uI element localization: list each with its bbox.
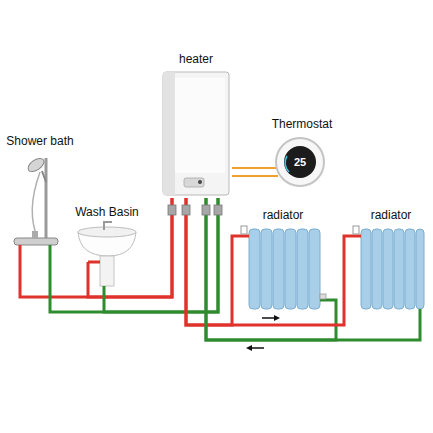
pipe-connector (232, 168, 262, 176)
equipment-node: heater (160, 50, 232, 198)
equipment-node: Thermostat (262, 115, 342, 190)
equipment-node: Wash Basin (70, 203, 144, 291)
equipment-label: radiator (240, 206, 326, 223)
equipment-node: Shower bath (2, 132, 78, 250)
equipment-node: radiator (352, 206, 430, 316)
basin-illustration (78, 222, 136, 291)
equipment-label: heater (160, 50, 232, 67)
pipe-line (186, 198, 240, 325)
thermostat-illustration (262, 138, 324, 186)
pipe-line (206, 198, 336, 340)
shower-illustration (14, 156, 58, 250)
equipment-label: radiator (352, 206, 430, 223)
display-reading: 25 (288, 156, 312, 168)
pipe-line (232, 175, 262, 177)
equipment-label: Thermostat (262, 115, 342, 132)
boiler-illustration (163, 72, 229, 195)
pipe-line (232, 167, 262, 169)
radiator-illustration (352, 226, 424, 316)
valve-symbol (168, 205, 222, 215)
flow-arrow (246, 315, 280, 351)
equipment-label: Wash Basin (70, 203, 144, 220)
equipment-label: Shower bath (2, 132, 78, 149)
pipe-connector (186, 198, 336, 340)
pipe-line (186, 198, 352, 325)
pipe-line (20, 198, 172, 297)
pipe-line (50, 198, 218, 312)
radiator-illustration (240, 226, 326, 309)
equipment-node: radiator (240, 206, 326, 316)
pipe-connector (20, 198, 218, 312)
